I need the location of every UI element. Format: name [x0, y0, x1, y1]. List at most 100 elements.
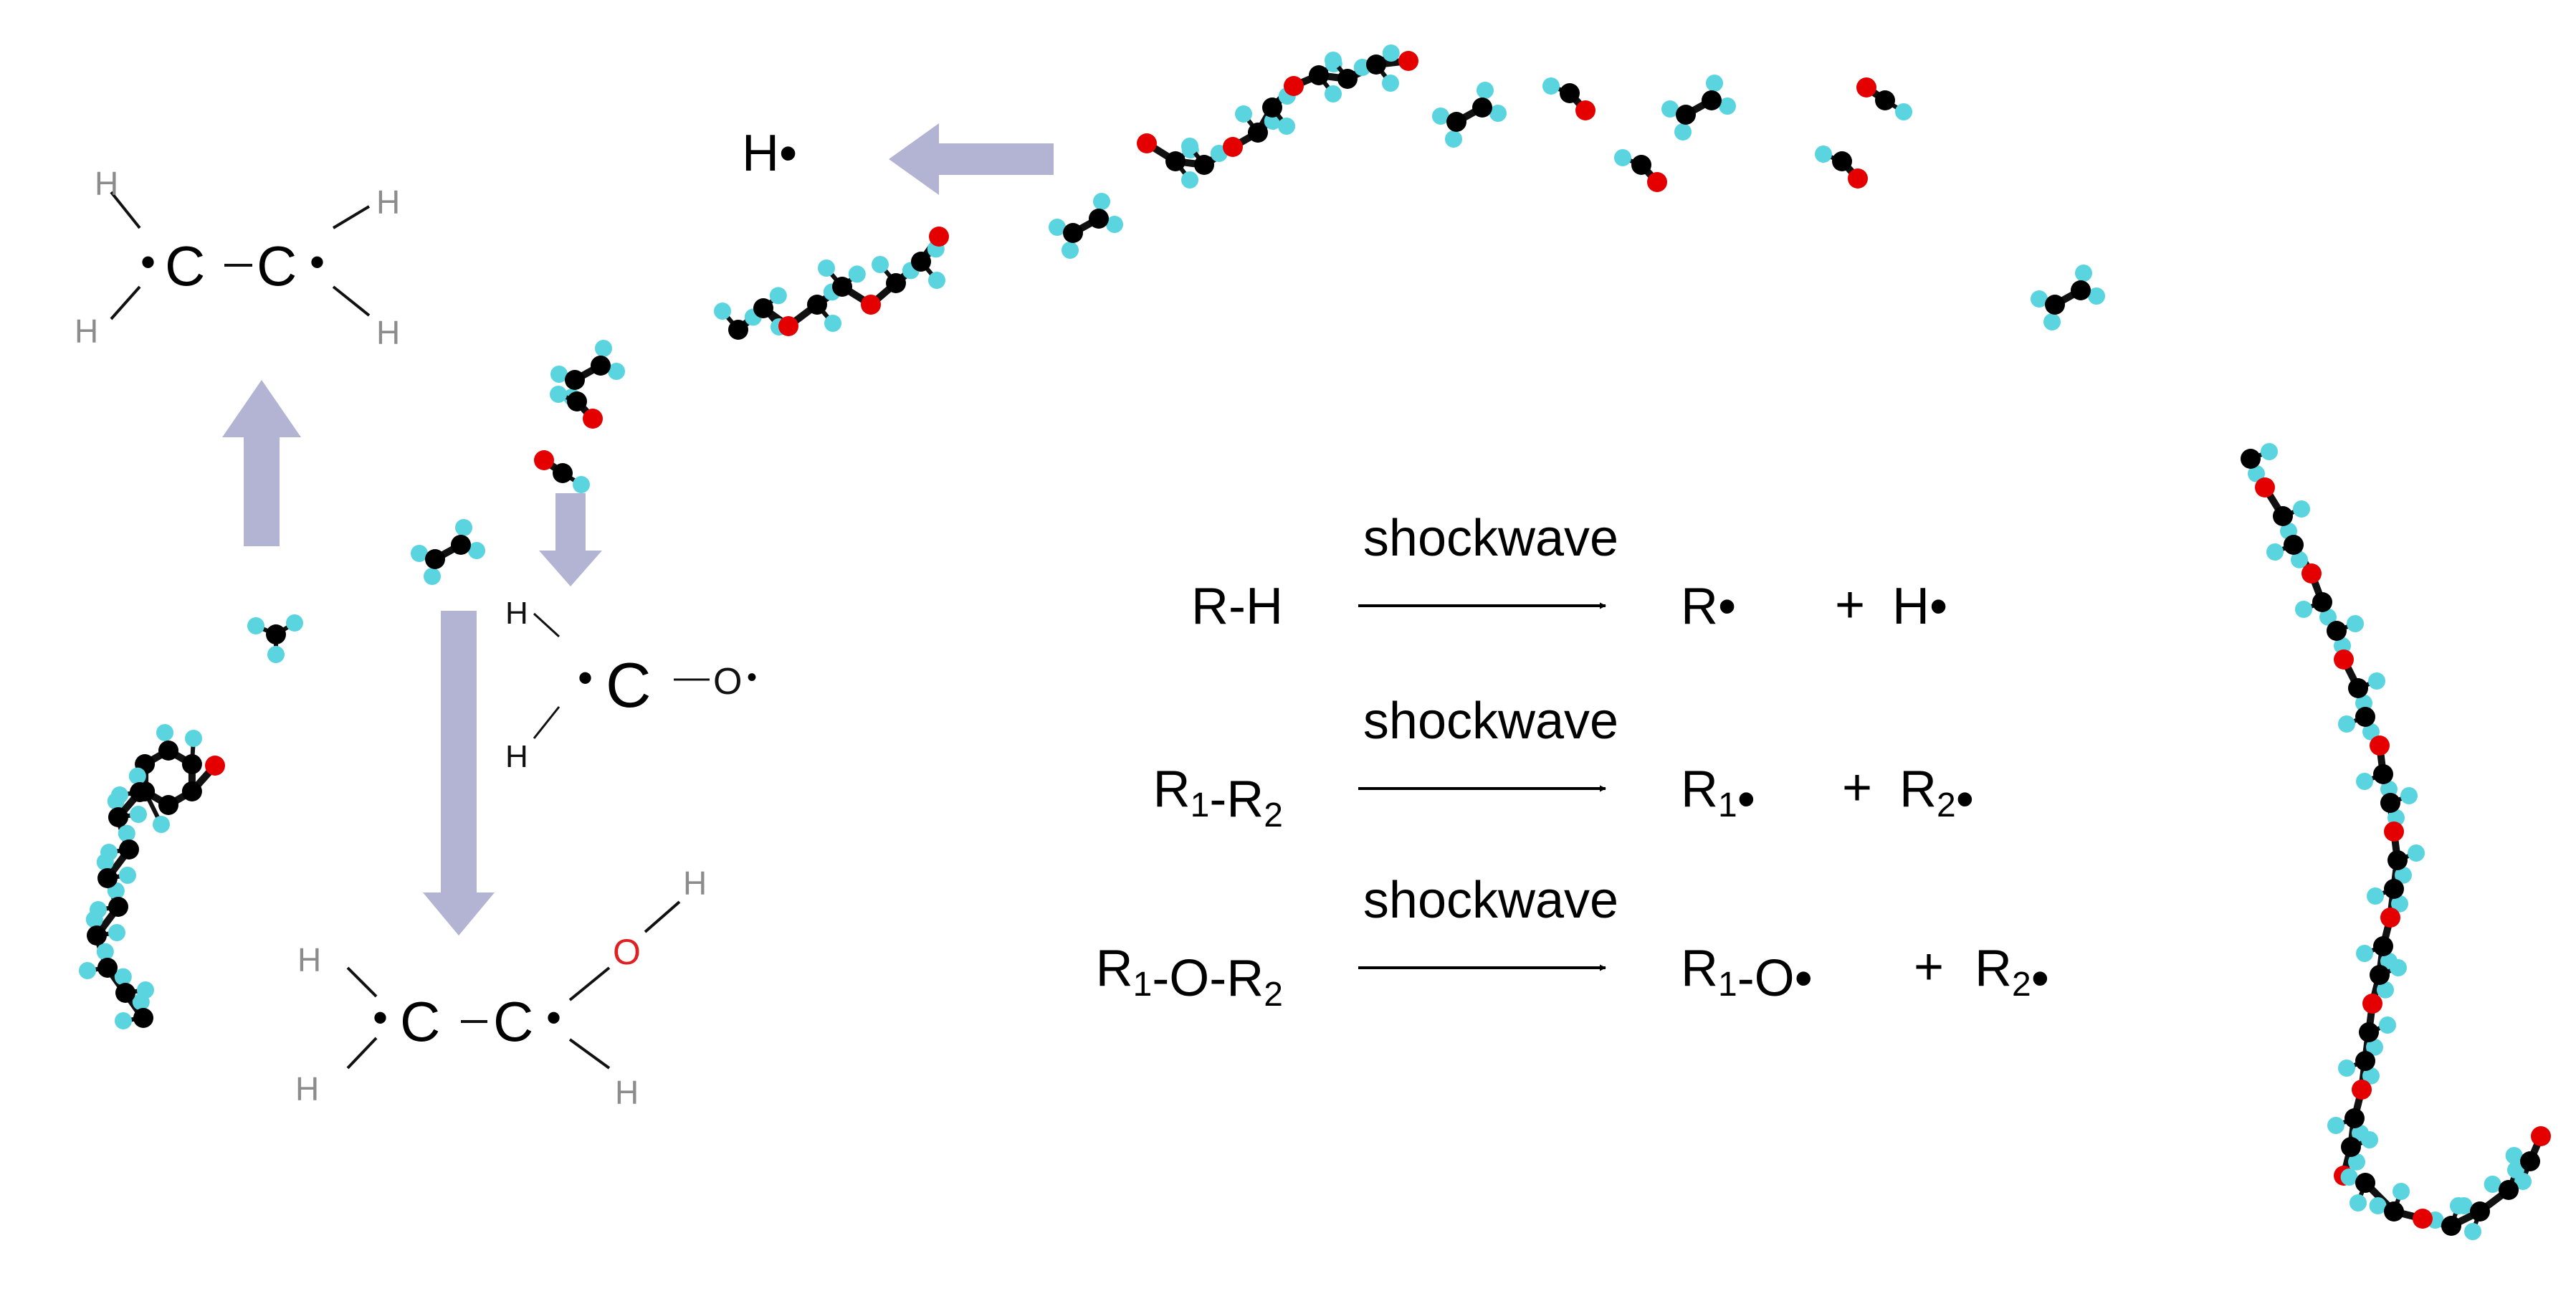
- molecule-fragments: [79, 44, 2551, 1240]
- hydrogen-atom: [107, 792, 125, 810]
- hydrogen-atom: [2391, 895, 2408, 913]
- molecule-cho: [1856, 77, 1912, 120]
- carbon-atom: [2273, 506, 2293, 526]
- oxygen-atom: [2413, 1209, 2433, 1229]
- hydrogen-atom: [818, 260, 835, 277]
- carbon-atom: [567, 391, 587, 411]
- molecule-cho: [1614, 149, 1667, 192]
- hydrogen-atom: [550, 386, 567, 403]
- molecule-cho: [1815, 146, 1868, 189]
- hydrogen-atom: [2338, 715, 2355, 733]
- hydrogen-atom: [411, 545, 428, 562]
- molecule-cho: [1542, 77, 1595, 120]
- h-atom-label: H: [683, 865, 707, 902]
- carbon-atom: [1063, 223, 1083, 243]
- carbon-atom: [886, 273, 906, 293]
- molecule-ch2ch2: [2031, 265, 2105, 330]
- carbon-atom: [97, 868, 118, 888]
- molecule-ch2ch2: [1661, 75, 1736, 141]
- h-atom-label: H: [95, 165, 118, 202]
- plus-sign: +: [1835, 576, 1865, 634]
- carbon-atom: [553, 463, 573, 483]
- hydrogen-atom: [1706, 75, 1723, 92]
- carbon-atom: [2387, 850, 2408, 870]
- oxygen-atom: [1284, 76, 1304, 96]
- carbon-atom: [1676, 105, 1696, 125]
- molecule-cho: [550, 386, 603, 429]
- hydrogen-atom: [2408, 844, 2425, 862]
- reaction-condition: shockwave: [1363, 510, 1618, 567]
- hydrogen-atom: [96, 853, 114, 871]
- hydrogen-atom: [96, 943, 114, 961]
- molecule-phenyl-ring: [135, 724, 225, 833]
- carbon-atom: [1337, 69, 1358, 89]
- hydrogen-atom: [185, 730, 202, 747]
- arrow-left-icon: [889, 123, 1054, 195]
- carbon-atom: [2312, 592, 2332, 612]
- carbon-atom: [2071, 280, 2091, 300]
- molecule-ch2ch2: [1049, 193, 1123, 259]
- hydrogen-atom: [1325, 85, 1342, 103]
- carbon-atom: [1875, 90, 1895, 110]
- radical-dot: •: [140, 238, 156, 286]
- carbon-atom: [2348, 678, 2368, 698]
- arrow-down-long-icon: [423, 611, 495, 935]
- hydrogen-atom: [1719, 97, 1736, 115]
- reactant: R1-R2: [1153, 761, 1283, 834]
- oxygen-atom: [583, 409, 603, 429]
- carbon-atom: [2384, 1201, 2404, 1222]
- carbon-atom: [1194, 155, 1214, 175]
- ethanol-radical-structure: H H H H O • C C •: [295, 865, 707, 1111]
- hydrogen-atom: [595, 340, 612, 357]
- plus-sign: +: [1842, 759, 1872, 817]
- product-1: R•: [1681, 578, 1736, 635]
- hydrogen-atom: [153, 816, 170, 833]
- hydrogen-atom: [2369, 1197, 2387, 1214]
- carbon-atom: [130, 782, 150, 802]
- hydrogen-atom: [132, 993, 150, 1011]
- hydrogen-atom: [2362, 723, 2380, 741]
- oxygen-atom: [2384, 822, 2404, 842]
- carbon-atom: [1262, 97, 1282, 118]
- carbon-atom: [451, 535, 471, 555]
- carbon-atom: [266, 624, 286, 644]
- hydrogen-atom: [2367, 887, 2384, 905]
- carbon-atom: [158, 795, 178, 815]
- radical-dot: •: [747, 662, 757, 693]
- hydrogen-atom: [928, 272, 945, 289]
- hydrogen-atom: [550, 366, 568, 383]
- carbon-atom: [2355, 1173, 2375, 1193]
- product-2: H•: [1892, 578, 1947, 635]
- oxygen-atom: [929, 227, 949, 247]
- hydrogen-atom: [1489, 105, 1507, 122]
- reaction-condition: shockwave: [1363, 872, 1618, 929]
- carbon-atom: [108, 807, 128, 827]
- molecule-chain-bottom-right: [2340, 1126, 2551, 1240]
- hydrogen-atom: [2356, 773, 2373, 790]
- hydrogen-atom: [2361, 1131, 2378, 1148]
- carbon-atom: [565, 370, 585, 390]
- hydrogen-atom: [824, 315, 841, 332]
- oxygen-atom: [534, 450, 554, 470]
- carbon-atom: [425, 549, 445, 569]
- carbon-atom: [2241, 449, 2261, 469]
- oxygen-atom: [1137, 133, 1157, 153]
- hydrogen-atom: [108, 924, 125, 941]
- hydrogen-atom: [2075, 265, 2092, 282]
- molecule-cho: [534, 450, 590, 493]
- carbon-atom: [807, 295, 827, 315]
- hydrogen-atom: [1542, 77, 1560, 95]
- hydrogen-atom: [2393, 1183, 2410, 1200]
- hydrogen-atom: [608, 363, 625, 380]
- hydrogen-atom: [1382, 75, 1399, 92]
- methyleneoxy-radical-structure: H H • C O •: [505, 596, 757, 774]
- molecule-ch2ch2: [411, 519, 485, 585]
- hydrogen-atom: [468, 542, 485, 559]
- c-atom-label: C: [606, 649, 652, 720]
- hydrogen-atom: [1674, 123, 1692, 141]
- molecule-ch2ch2: [1432, 82, 1507, 148]
- carbon-atom: [2520, 1151, 2540, 1171]
- hydrogen-atom: [267, 646, 285, 663]
- oxygen-atom: [2255, 477, 2275, 497]
